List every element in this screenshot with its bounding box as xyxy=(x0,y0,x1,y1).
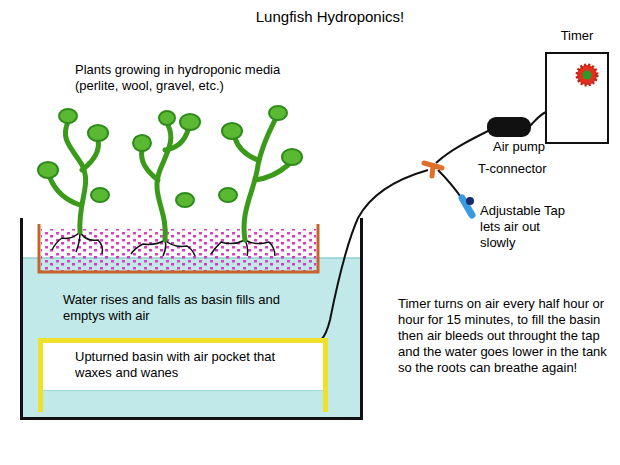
note-text: Timer turns on air every half hour or ho… xyxy=(398,296,610,376)
timer-dial xyxy=(577,65,597,85)
air-tube xyxy=(436,130,490,163)
plants xyxy=(38,106,302,240)
connector-label: T-connector xyxy=(478,161,578,177)
node-text: Upturned basin with air pocket that waxe… xyxy=(75,349,305,381)
upturned-basin: Upturned basin with air pocket that waxe… xyxy=(38,338,328,412)
perlite-media xyxy=(41,229,316,271)
pump-label: Air pump xyxy=(493,139,583,155)
water-tank: Water rises and falls as basin fills and… xyxy=(20,218,363,420)
tap-label: Adjustable Tap lets air out slowly xyxy=(480,203,576,251)
t-connector xyxy=(424,163,442,176)
air-tube xyxy=(438,170,463,200)
plants-label: Plants growing in hydroponic media (perl… xyxy=(75,62,315,94)
timer-dial-center xyxy=(583,71,592,80)
air-pump xyxy=(487,117,531,137)
power-wire xyxy=(530,112,546,126)
tap-knob xyxy=(466,197,474,205)
diagram-title: Lungfish Hydroponics! xyxy=(230,8,430,26)
water xyxy=(23,258,360,418)
node-text: Water rises and falls as basin fills and… xyxy=(63,292,321,324)
node-text: Timer xyxy=(537,28,617,44)
timer-box: Timer xyxy=(545,52,609,144)
